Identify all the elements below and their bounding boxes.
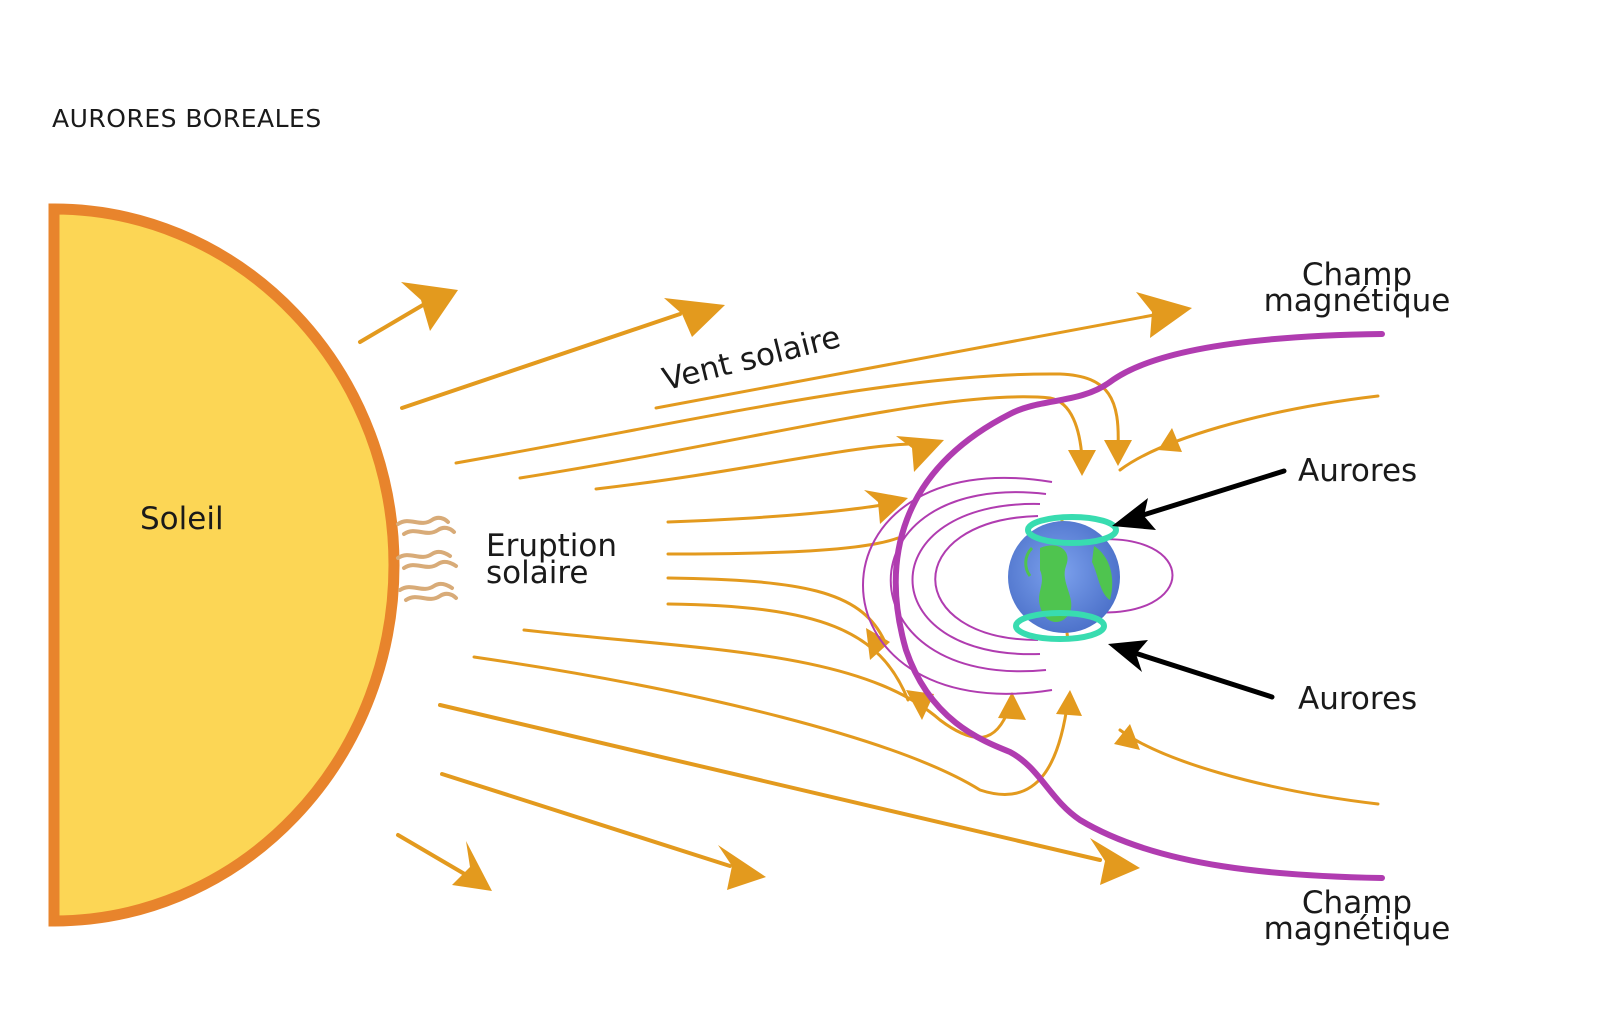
eruption-wisps-icon (396, 515, 458, 602)
eruption-label-line2: solaire (486, 555, 589, 591)
field-top-label-line2: magnétique (1263, 283, 1451, 319)
sun-disc (48, 203, 400, 927)
solar-wind-arrows (358, 282, 1140, 891)
magnetosphere-field-lines (862, 476, 1174, 695)
field-top-label-line1: Champ (1301, 257, 1413, 293)
aurora-pointer-arrows (1108, 468, 1287, 700)
earth-globe-icon (1008, 521, 1120, 633)
magnetopause-boundary (892, 331, 1385, 881)
page-title: AURORES BOREALES (52, 104, 322, 133)
field-bottom-label-line1: Champ (1301, 885, 1413, 921)
sun-label: Soleil (140, 501, 224, 537)
eruption-label-line1: Eruption (486, 528, 618, 564)
streamline-arrowheads (864, 292, 1192, 750)
field-bottom-label-line2: magnétique (1263, 911, 1451, 947)
aurora-top-label: Aurores (1298, 453, 1418, 489)
aurora-rings (1013, 514, 1119, 642)
aurora-bottom-label: Aurores (1298, 681, 1418, 717)
